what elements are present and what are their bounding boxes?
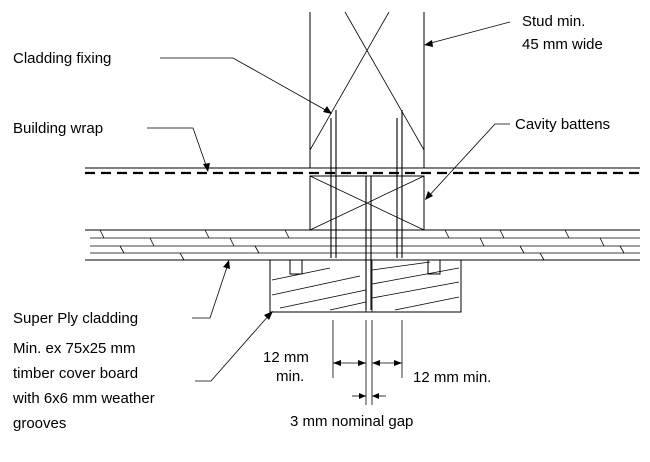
cladding-fixing-label: Cladding fixing	[13, 50, 111, 67]
dimension-gap-label: 3 mm nominal gap	[290, 413, 413, 430]
stud-label-line2: 45 mm wide	[522, 36, 603, 53]
super-ply-cladding	[85, 229, 640, 261]
building-wrap-label: Building wrap	[13, 120, 103, 137]
building-wrap	[85, 167, 640, 175]
dimension-right-label: 12 mm min.	[413, 369, 491, 386]
stud	[309, 11, 425, 168]
cavity-battens-label: Cavity battens	[515, 116, 610, 133]
dimension-lines	[332, 320, 403, 405]
super-ply-cladding-label: Super Ply cladding	[13, 310, 138, 327]
stud-label-line1: Stud min.	[522, 13, 585, 30]
dimension-left-label-line2: min.	[276, 368, 304, 385]
cover-board-label-line3: with 6x6 mm weather	[12, 390, 155, 407]
cladding-fixings	[330, 110, 403, 310]
cover-board-label-line2: timber cover board	[13, 365, 138, 382]
cover-board-label-line4: grooves	[13, 415, 66, 432]
cover-board-label-line1: Min. ex 75x25 mm	[13, 340, 136, 357]
cavity-batten	[309, 175, 425, 231]
dimension-left-label-line1: 12 mm	[263, 349, 309, 366]
leader-lines	[147, 21, 511, 382]
